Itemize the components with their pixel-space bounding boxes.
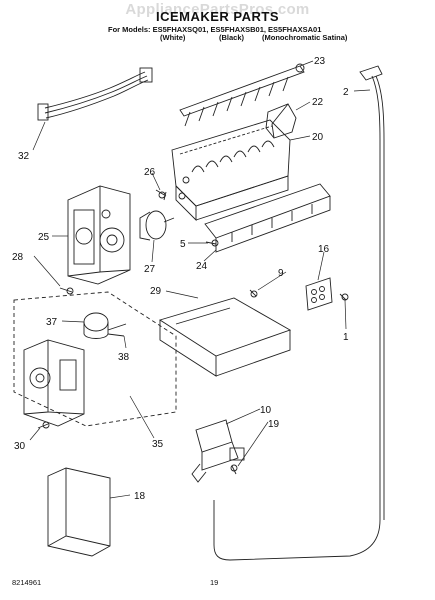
part-18-pad bbox=[47, 467, 111, 557]
callout-24: 24 bbox=[196, 261, 208, 272]
part-20-ice-mold bbox=[171, 119, 291, 222]
page-title: ICEMAKER PARTS bbox=[155, 9, 280, 24]
variant-white: (White) bbox=[160, 33, 186, 42]
part-26-screw bbox=[155, 189, 167, 201]
callout-35: 35 bbox=[152, 439, 164, 450]
document-number: 8214961 bbox=[12, 578, 42, 587]
callout-19: 19 bbox=[268, 419, 280, 430]
part-38-wire bbox=[107, 323, 127, 337]
callout-10: 10 bbox=[260, 405, 272, 416]
models-line: For Models: ES5FHAXSQ01, ES5FHAXSB01, ES… bbox=[108, 25, 322, 34]
callout-25: 25 bbox=[38, 232, 50, 243]
callout-26: 26 bbox=[144, 167, 156, 178]
part-10-water-valve bbox=[191, 419, 245, 483]
callout-labels: 32 23 2 22 20 26 25 5 27 24 28 16 9 29 3… bbox=[12, 56, 349, 502]
part-16-thermostat bbox=[305, 277, 333, 311]
part-30-screw bbox=[37, 421, 50, 429]
callout-32: 32 bbox=[18, 151, 30, 162]
callout-38: 38 bbox=[118, 352, 130, 363]
callout-29: 29 bbox=[150, 286, 162, 297]
callout-9: 9 bbox=[278, 268, 284, 279]
leader-lines bbox=[29, 60, 371, 499]
part-32-wire-harness bbox=[37, 67, 153, 121]
part-19-screw bbox=[230, 464, 238, 475]
callout-2: 2 bbox=[343, 87, 349, 98]
callout-18: 18 bbox=[134, 491, 146, 502]
watermark: AppliancePartsPros.com bbox=[125, 1, 310, 18]
callout-16: 16 bbox=[318, 244, 330, 255]
variant-black: (Black) bbox=[219, 33, 245, 42]
part-23-ejector bbox=[179, 63, 305, 127]
part-29-mounting-plate bbox=[158, 297, 292, 377]
part-22-cover bbox=[265, 103, 297, 139]
callout-27: 27 bbox=[144, 264, 156, 275]
callout-22: 22 bbox=[312, 97, 324, 108]
part-28-screw bbox=[59, 287, 74, 295]
callout-28: 28 bbox=[12, 252, 24, 263]
callout-23: 23 bbox=[314, 56, 326, 67]
callout-37: 37 bbox=[46, 317, 58, 328]
variant-satina: (Monochromatic Satina) bbox=[262, 33, 348, 42]
part-37-gear bbox=[83, 312, 109, 339]
callout-30: 30 bbox=[14, 441, 26, 452]
part-35-control-assembly bbox=[23, 339, 85, 427]
part-5-screw bbox=[205, 239, 219, 247]
callout-20: 20 bbox=[312, 132, 324, 143]
part-25-housing bbox=[67, 185, 131, 285]
part-1-screw bbox=[339, 293, 349, 301]
part-9-screw bbox=[249, 289, 258, 298]
callout-5: 5 bbox=[180, 239, 186, 250]
callout-1: 1 bbox=[343, 332, 349, 343]
page-number: 19 bbox=[210, 578, 219, 587]
assembly-35-outline bbox=[13, 291, 177, 427]
part-27-motor bbox=[139, 210, 175, 241]
part-24-stripper bbox=[204, 183, 331, 253]
part-2-fill-tube bbox=[213, 65, 385, 561]
